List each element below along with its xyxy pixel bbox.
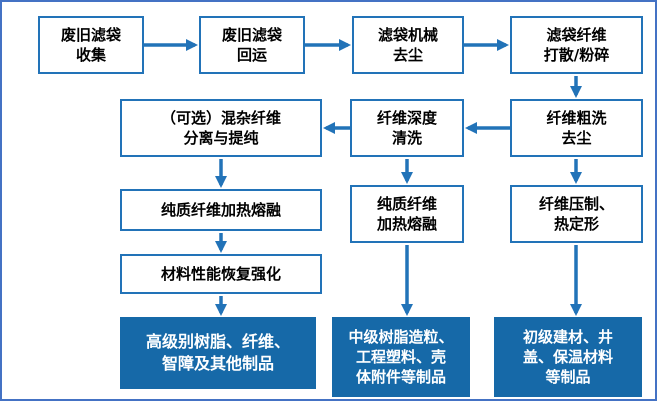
node-mechanical-dedust: 滤袋机械 去尘: [352, 16, 464, 74]
node-product-high-grade: 高级别树脂、纤维、 智障及其他制品: [120, 317, 316, 389]
node-press-heat-set: 纤维压制、 热定形: [510, 185, 643, 243]
node-restore-strengthen: 材料性能恢复强化: [120, 254, 322, 294]
node-coarse-wash: 纤维粗洗 去尘: [510, 99, 643, 157]
node-product-mid-grade: 中级树脂造粒、 工程塑料、壳 体附件等制品: [332, 317, 470, 397]
node-product-basic-grade: 初级建材、井 盖、保温材料 等制品: [494, 317, 642, 397]
node-waste-bag-collection: 废旧滤袋 收集: [38, 16, 144, 74]
node-deep-clean: 纤维深度 清洗: [350, 99, 464, 157]
node-melt-left: 纯质纤维加热熔融: [120, 189, 322, 231]
node-melt-middle: 纯质纤维 加热熔融: [350, 185, 464, 243]
node-fiber-shred: 滤袋纤维 打散/粉碎: [510, 16, 643, 74]
node-optional-separation: （可选）混杂纤维 分离与提纯: [120, 99, 322, 157]
node-waste-bag-return: 废旧滤袋 回运: [199, 16, 305, 74]
